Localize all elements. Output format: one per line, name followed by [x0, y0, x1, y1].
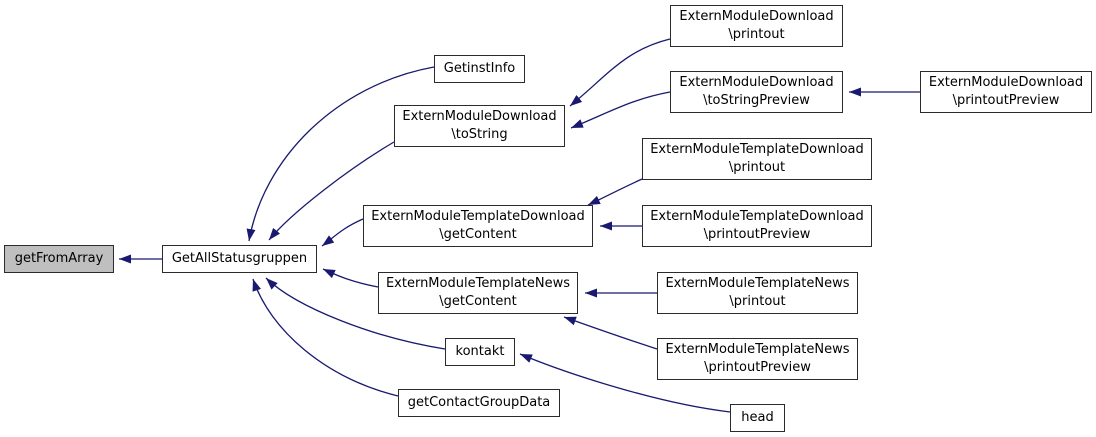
node-externmoduletemplatedownload-printoutpreview[interactable]: ExternModuleTemplateDownload \printoutPr… [642, 205, 872, 247]
node-label: ExternModuleDownload [679, 8, 834, 24]
node-label: GetAllStatusgruppen [171, 250, 308, 266]
node-label: ExternModuleDownload [928, 74, 1084, 90]
edge-externmoduletemplatedownload-printout-to-getcontent [587, 178, 643, 206]
node-label: ExternModuleDownload [679, 74, 834, 90]
node-getcontactgroupdata[interactable]: getContactGroupData [398, 389, 560, 417]
node-externmoduletemplatedownload-getcontent[interactable]: ExternModuleTemplateDownload \getContent [363, 205, 593, 247]
edge-head-to-kontakt [519, 353, 731, 413]
node-getallstatusgruppen[interactable]: GetAllStatusgruppen [162, 245, 317, 273]
node-label: \printout [728, 27, 785, 42]
edge-kontakt-to-getallstatusgruppen [265, 277, 446, 350]
node-label: ExternModuleTemplateNews [665, 275, 850, 291]
edge-externmoduledownload-tostringpreview-to-tostring [570, 91, 671, 129]
node-label: ExternModuleTemplateDownload [650, 208, 864, 224]
edge-getcontactgroupdata-to-getallstatusgruppen [252, 278, 399, 397]
edge-externmoduletemplatedownload-getcontent-to-getallstatusgruppen [321, 218, 364, 247]
node-externmoduledownload-printout[interactable]: ExternModuleDownload \printout [670, 5, 843, 47]
node-label: \printout [728, 160, 786, 175]
node-label: kontakt [455, 343, 505, 359]
node-label: ExternModuleDownload [402, 108, 557, 124]
node-label: ExternModuleTemplateNews [385, 275, 571, 291]
node-label: \printoutPreview [704, 360, 811, 375]
node-head[interactable]: head [730, 404, 785, 432]
node-externmoduletemplatenews-getcontent[interactable]: ExternModuleTemplateNews \getContent [378, 272, 578, 314]
node-label: \toStringPreview [703, 93, 810, 108]
node-getinstinfo[interactable]: GetinstInfo [434, 55, 525, 83]
node-externmoduletemplatenews-printout[interactable]: ExternModuleTemplateNews \printout [657, 272, 858, 314]
node-label: \getContent [439, 294, 517, 309]
node-label: ExternModuleTemplateDownload [371, 208, 585, 224]
node-label: \printoutPreview [703, 227, 811, 242]
node-externmoduletemplatenews-printoutpreview[interactable]: ExternModuleTemplateNews \printoutPrevie… [657, 338, 858, 380]
edge-externmoduletemplatenews-getcontent-to-getallstatusgruppen [322, 268, 379, 288]
edge-externmoduledownload-printout-to-tostring [569, 38, 671, 107]
node-label: getContactGroupData [407, 394, 551, 410]
node-label: \toString [451, 127, 508, 142]
node-label: ExternModuleTemplateDownload [650, 141, 864, 157]
node-externmoduletemplatedownload-printout[interactable]: ExternModuleTemplateDownload \printout [642, 138, 872, 180]
node-label: GetinstInfo [443, 60, 516, 76]
node-label: \getContent [439, 227, 517, 242]
node-label: getFromArray [14, 250, 104, 266]
node-label: ExternModuleTemplateNews [665, 341, 850, 357]
node-kontakt[interactable]: kontakt [445, 338, 515, 366]
node-label: \printoutPreview [952, 93, 1060, 108]
node-externmoduledownload-tostringpreview[interactable]: ExternModuleDownload \toStringPreview [670, 71, 843, 113]
node-getfromarray: getFromArray [4, 245, 114, 273]
node-externmoduledownload-tostring[interactable]: ExternModuleDownload \toString [394, 105, 565, 147]
node-label: head [741, 409, 774, 425]
node-label: \printout [729, 294, 786, 309]
edge-externmoduletemplatenews-printoutpreview-to-getcontent [563, 316, 658, 350]
node-externmoduledownload-printoutpreview[interactable]: ExternModuleDownload \printoutPreview [920, 71, 1092, 113]
edge-externmoduledownload-tostring-to-getallstatusgruppen [268, 141, 395, 241]
edge-getinstinfo-to-getallstatusgruppen [246, 66, 435, 242]
